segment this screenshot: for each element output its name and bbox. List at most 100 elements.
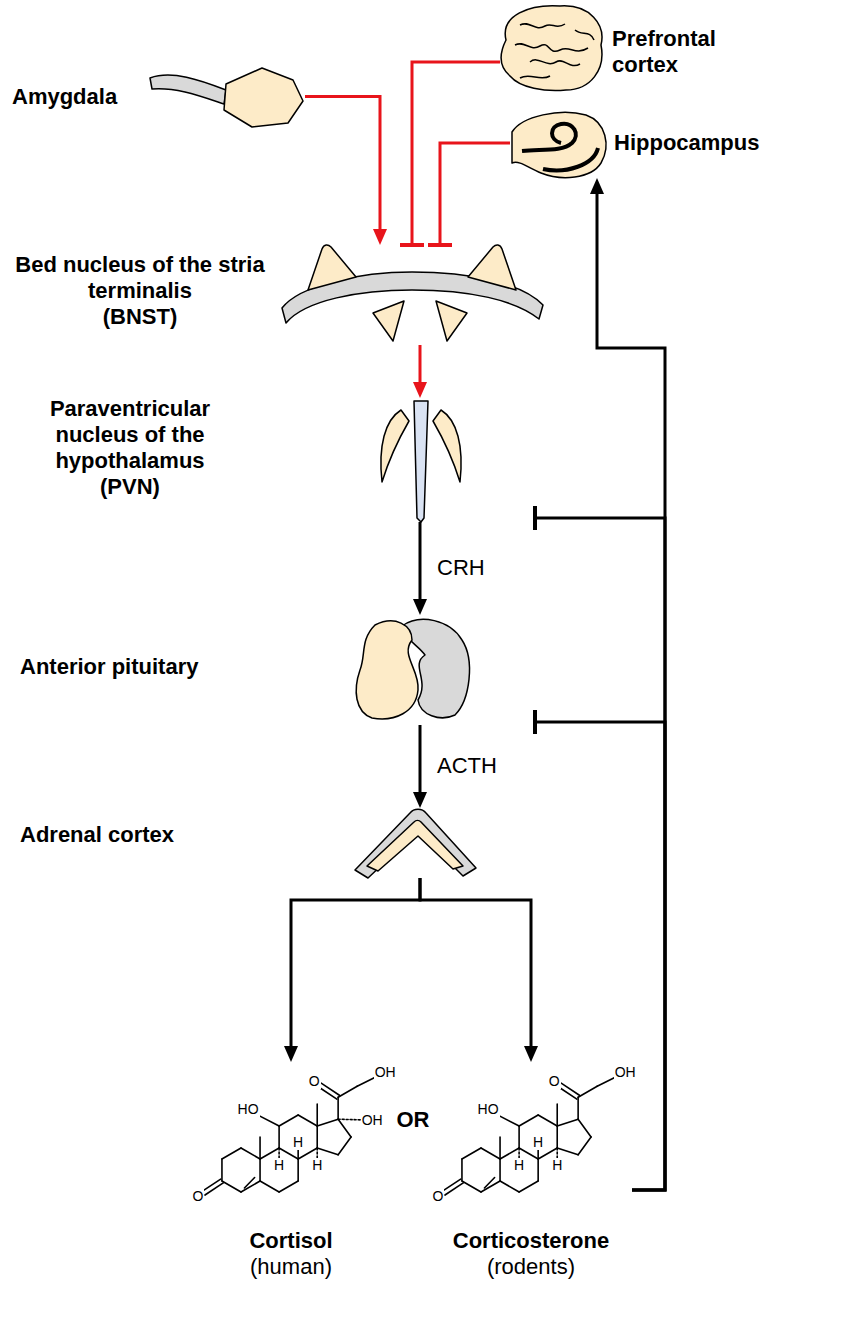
hashed-bond	[338, 1118, 361, 1120]
double-bond	[205, 1183, 223, 1195]
bond-line	[256, 1114, 279, 1126]
bond-line	[222, 1148, 241, 1159]
bond-line	[259, 1159, 261, 1181]
bond-line	[500, 1181, 519, 1192]
atom-label: HO	[237, 1102, 260, 1117]
region-name: Cortisol	[191, 1228, 391, 1254]
bond-line	[298, 1115, 317, 1126]
bond-line	[298, 1148, 317, 1159]
bond-line	[499, 1137, 501, 1159]
region-caption: Cortisol(human)	[191, 1228, 391, 1280]
bond-line	[519, 1115, 538, 1126]
region-caption: Corticosterone(rodents)	[421, 1228, 641, 1280]
region-name: Paraventricular nucleus of the hypothala…	[15, 396, 245, 474]
steroid-skeleton	[202, 1077, 376, 1195]
hashed-bond	[316, 1148, 318, 1159]
region-caption: Adrenal cortex	[20, 822, 320, 848]
bnst-lobe	[373, 301, 404, 341]
adrenal-cortex	[367, 821, 463, 872]
inhibition-line	[535, 722, 665, 1190]
third-ventricle	[414, 401, 428, 522]
bond-line	[317, 1148, 338, 1155]
bond-line	[317, 1119, 338, 1126]
hormone-label: ACTH	[436, 754, 498, 778]
double-bond	[559, 1087, 577, 1099]
cortex-outline	[501, 6, 602, 91]
region-caption: Bed nucleus of the stria terminalis(BNST…	[15, 252, 265, 330]
bond-line	[537, 1159, 539, 1181]
double-bond	[202, 1179, 220, 1191]
hippocampus-spiral	[522, 124, 598, 171]
arrow-line	[597, 188, 665, 1190]
bond-line	[557, 1148, 578, 1155]
pituitary-region: Anterior pituitary	[352, 615, 535, 725]
double-bond	[445, 1183, 463, 1195]
hippocampus-region: Hippocampus	[510, 108, 608, 178]
atom-label: H	[292, 1135, 304, 1150]
bond-line	[556, 1104, 558, 1126]
bond-line	[578, 1086, 597, 1097]
bond-line	[537, 1150, 539, 1160]
bond-line	[578, 1119, 591, 1137]
bond-line	[577, 1097, 579, 1119]
double-bond	[319, 1087, 337, 1099]
region-note: (human)	[191, 1254, 391, 1280]
hormone-label: CRH	[436, 556, 486, 580]
bond-line	[338, 1119, 351, 1137]
bond-line	[241, 1148, 260, 1159]
bond-line	[519, 1148, 538, 1159]
double-bond	[244, 1178, 254, 1188]
bond-line	[556, 1126, 558, 1148]
region-caption: Amygdala	[12, 84, 152, 110]
cortex-gyri	[515, 24, 594, 78]
steroid-skeleton	[442, 1077, 616, 1195]
region-name: Adrenal cortex	[20, 822, 320, 848]
bond-line	[538, 1148, 557, 1159]
bond-line	[337, 1097, 339, 1119]
atom-label: O	[548, 1074, 561, 1089]
atom-label: O	[191, 1189, 204, 1204]
bnst-horn	[308, 245, 356, 290]
bond-line	[557, 1119, 578, 1126]
bond-line	[279, 1115, 298, 1126]
inhibition-line	[440, 143, 510, 245]
bond-line	[316, 1104, 318, 1126]
anterior-lobe	[356, 621, 418, 719]
bond-line	[279, 1148, 298, 1159]
pvn-region: Paraventricular nucleus of the hypothala…	[375, 398, 535, 522]
molecule-node: Corticosterone(rodents)	[430, 1062, 632, 1205]
bond-line	[500, 1148, 519, 1159]
bond-line	[461, 1159, 463, 1181]
adrenal-region: Adrenal cortex	[352, 808, 478, 878]
atom-label: HO	[477, 1102, 500, 1117]
bond-line	[499, 1159, 501, 1181]
bond-line	[259, 1137, 261, 1159]
connectors	[291, 62, 665, 1190]
atom-label: H	[311, 1158, 323, 1173]
organ-drawings	[150, 6, 606, 878]
bond-line	[578, 1137, 591, 1155]
molecule-structures	[202, 1077, 616, 1195]
hashed-bond	[278, 1148, 280, 1159]
bond-line	[260, 1181, 279, 1192]
bnst-lobe	[436, 301, 467, 341]
arrow-line	[419, 725, 422, 798]
double-bond	[321, 1083, 339, 1095]
atom-label: OH	[614, 1065, 637, 1080]
hashed-bond	[518, 1148, 520, 1159]
region-name: Anterior pituitary	[20, 654, 320, 680]
region-name: Hippocampus	[614, 130, 844, 156]
bond-line	[496, 1114, 519, 1126]
bond-line	[297, 1159, 299, 1181]
arrow-line	[420, 878, 531, 1052]
bond-line	[260, 1148, 279, 1159]
region-caption: Prefrontal cortex	[612, 26, 752, 78]
inhibition-line	[535, 518, 665, 1190]
pvn-crescent	[433, 410, 461, 482]
bond-line	[519, 1181, 538, 1192]
arrow-line	[291, 878, 420, 1052]
region-name: Bed nucleus of the stria terminalis	[15, 252, 265, 304]
arrow-line	[305, 97, 380, 236]
